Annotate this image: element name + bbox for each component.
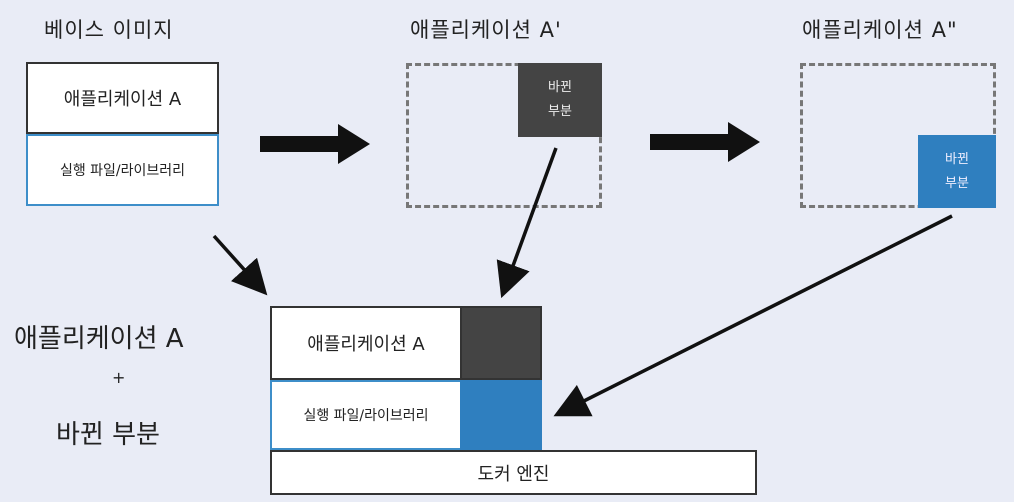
- arrow-a-prime-to-stack: [496, 147, 558, 299]
- stack-exec-box: 실행 파일/라이브러리: [270, 380, 462, 450]
- docker-engine-label: 도커 엔진: [477, 463, 550, 485]
- stack-changed-dark: [460, 306, 542, 380]
- stack-app-box: 애플리케이션 A: [270, 306, 462, 380]
- docker-engine-box: 도커 엔진: [270, 450, 757, 495]
- app-a-prime-title: 애플리케이션 A': [410, 18, 562, 42]
- changed-label-line2: 부분: [945, 175, 969, 191]
- stack-exec-label: 실행 파일/라이브러리: [303, 408, 429, 424]
- legend-plus: +: [112, 368, 126, 387]
- base-exec-box: 실행 파일/라이브러리: [26, 134, 219, 206]
- arrow-a-double-prime-to-stack: [553, 214, 953, 417]
- changed-label-line2: 부분: [548, 104, 572, 119]
- app-a-double-prime-title: 애플리케이션 A": [802, 18, 958, 42]
- base-app-label: 애플리케이션 A: [63, 89, 182, 110]
- arrow-base-to-stack: [212, 234, 268, 296]
- app-a-double-prime-changed-part: 바뀐 부분: [918, 135, 996, 208]
- base-image-title: 베이스 이미지: [44, 18, 174, 42]
- changed-label-line1: 바뀐: [548, 80, 572, 95]
- base-exec-label: 실행 파일/라이브러리: [59, 163, 186, 179]
- stack-app-label: 애플리케이션 A: [307, 334, 425, 355]
- thick-arrow-2: [650, 122, 760, 162]
- stack-changed-blue: [460, 380, 542, 450]
- legend-app-a: 애플리케이션 A: [14, 324, 184, 354]
- legend-changed-part: 바뀐 부분: [56, 420, 160, 450]
- app-a-prime-changed-part: 바뀐 부분: [518, 63, 602, 137]
- changed-label-line1: 바뀐: [945, 151, 969, 167]
- base-app-box: 애플리케이션 A: [26, 62, 219, 134]
- thick-arrow-1: [260, 124, 370, 164]
